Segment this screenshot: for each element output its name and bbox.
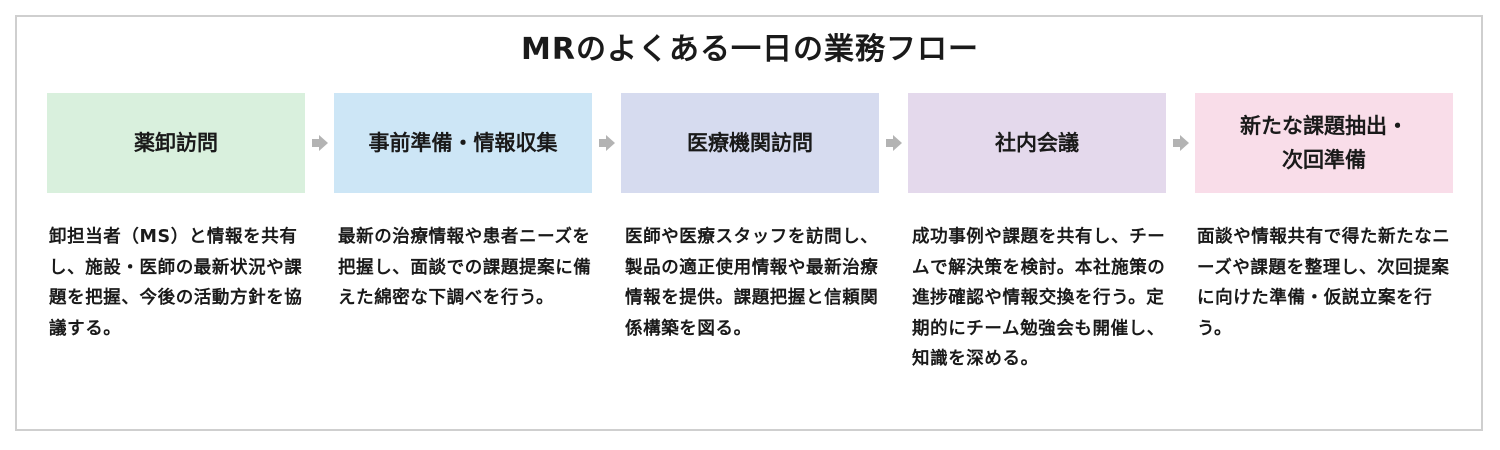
step-box-5: 新たな課題抽出・ 次回準備: [1195, 93, 1453, 193]
diagram-frame: [15, 15, 1483, 431]
step-description-5: 面談や情報共有で得た新たなニーズや課題を整理し、次回提案に向けた準備・仮説立案を…: [1197, 227, 1451, 339]
step-description-3: 医師や医療スタッフを訪問し、製品の適正使用情報や最新治療情報を提供。課題把握と信…: [625, 227, 879, 339]
step-label-2: 事前準備・情報収集: [368, 131, 558, 155]
step-box-4: 社内会議: [908, 93, 1166, 193]
step-box-1: 薬卸訪問: [47, 93, 305, 193]
arrow-right-icon: [312, 135, 328, 151]
step-label-4: 社内会議: [995, 131, 1079, 155]
step-description-4: 成功事例や課題を共有し、チームで解決策を検討。本社施策の進捗確認や情報交換を行う…: [912, 227, 1166, 369]
step-label-5: 新たな課題抽出・ 次回準備: [1240, 114, 1408, 172]
diagram-title: MRのよくある一日の業務フロー: [521, 32, 979, 67]
step-label-3: 医療機関訪問: [687, 131, 813, 155]
step-description-1: 卸担当者（MS）と情報を共有し、施設・医師の最新状況や課題を把握、今後の活動方針…: [49, 227, 303, 339]
step-box-2: 事前準備・情報収集: [334, 93, 592, 193]
step-label-1: 薬卸訪問: [134, 131, 218, 155]
arrow-right-icon: [1173, 135, 1189, 151]
arrow-right-icon: [886, 135, 902, 151]
step-description-2: 最新の治療情報や患者ニーズを把握し、面談での課題提案に備えた綿密な下調べを行う。: [338, 227, 592, 308]
arrow-right-icon: [599, 135, 615, 151]
step-box-3: 医療機関訪問: [621, 93, 879, 193]
